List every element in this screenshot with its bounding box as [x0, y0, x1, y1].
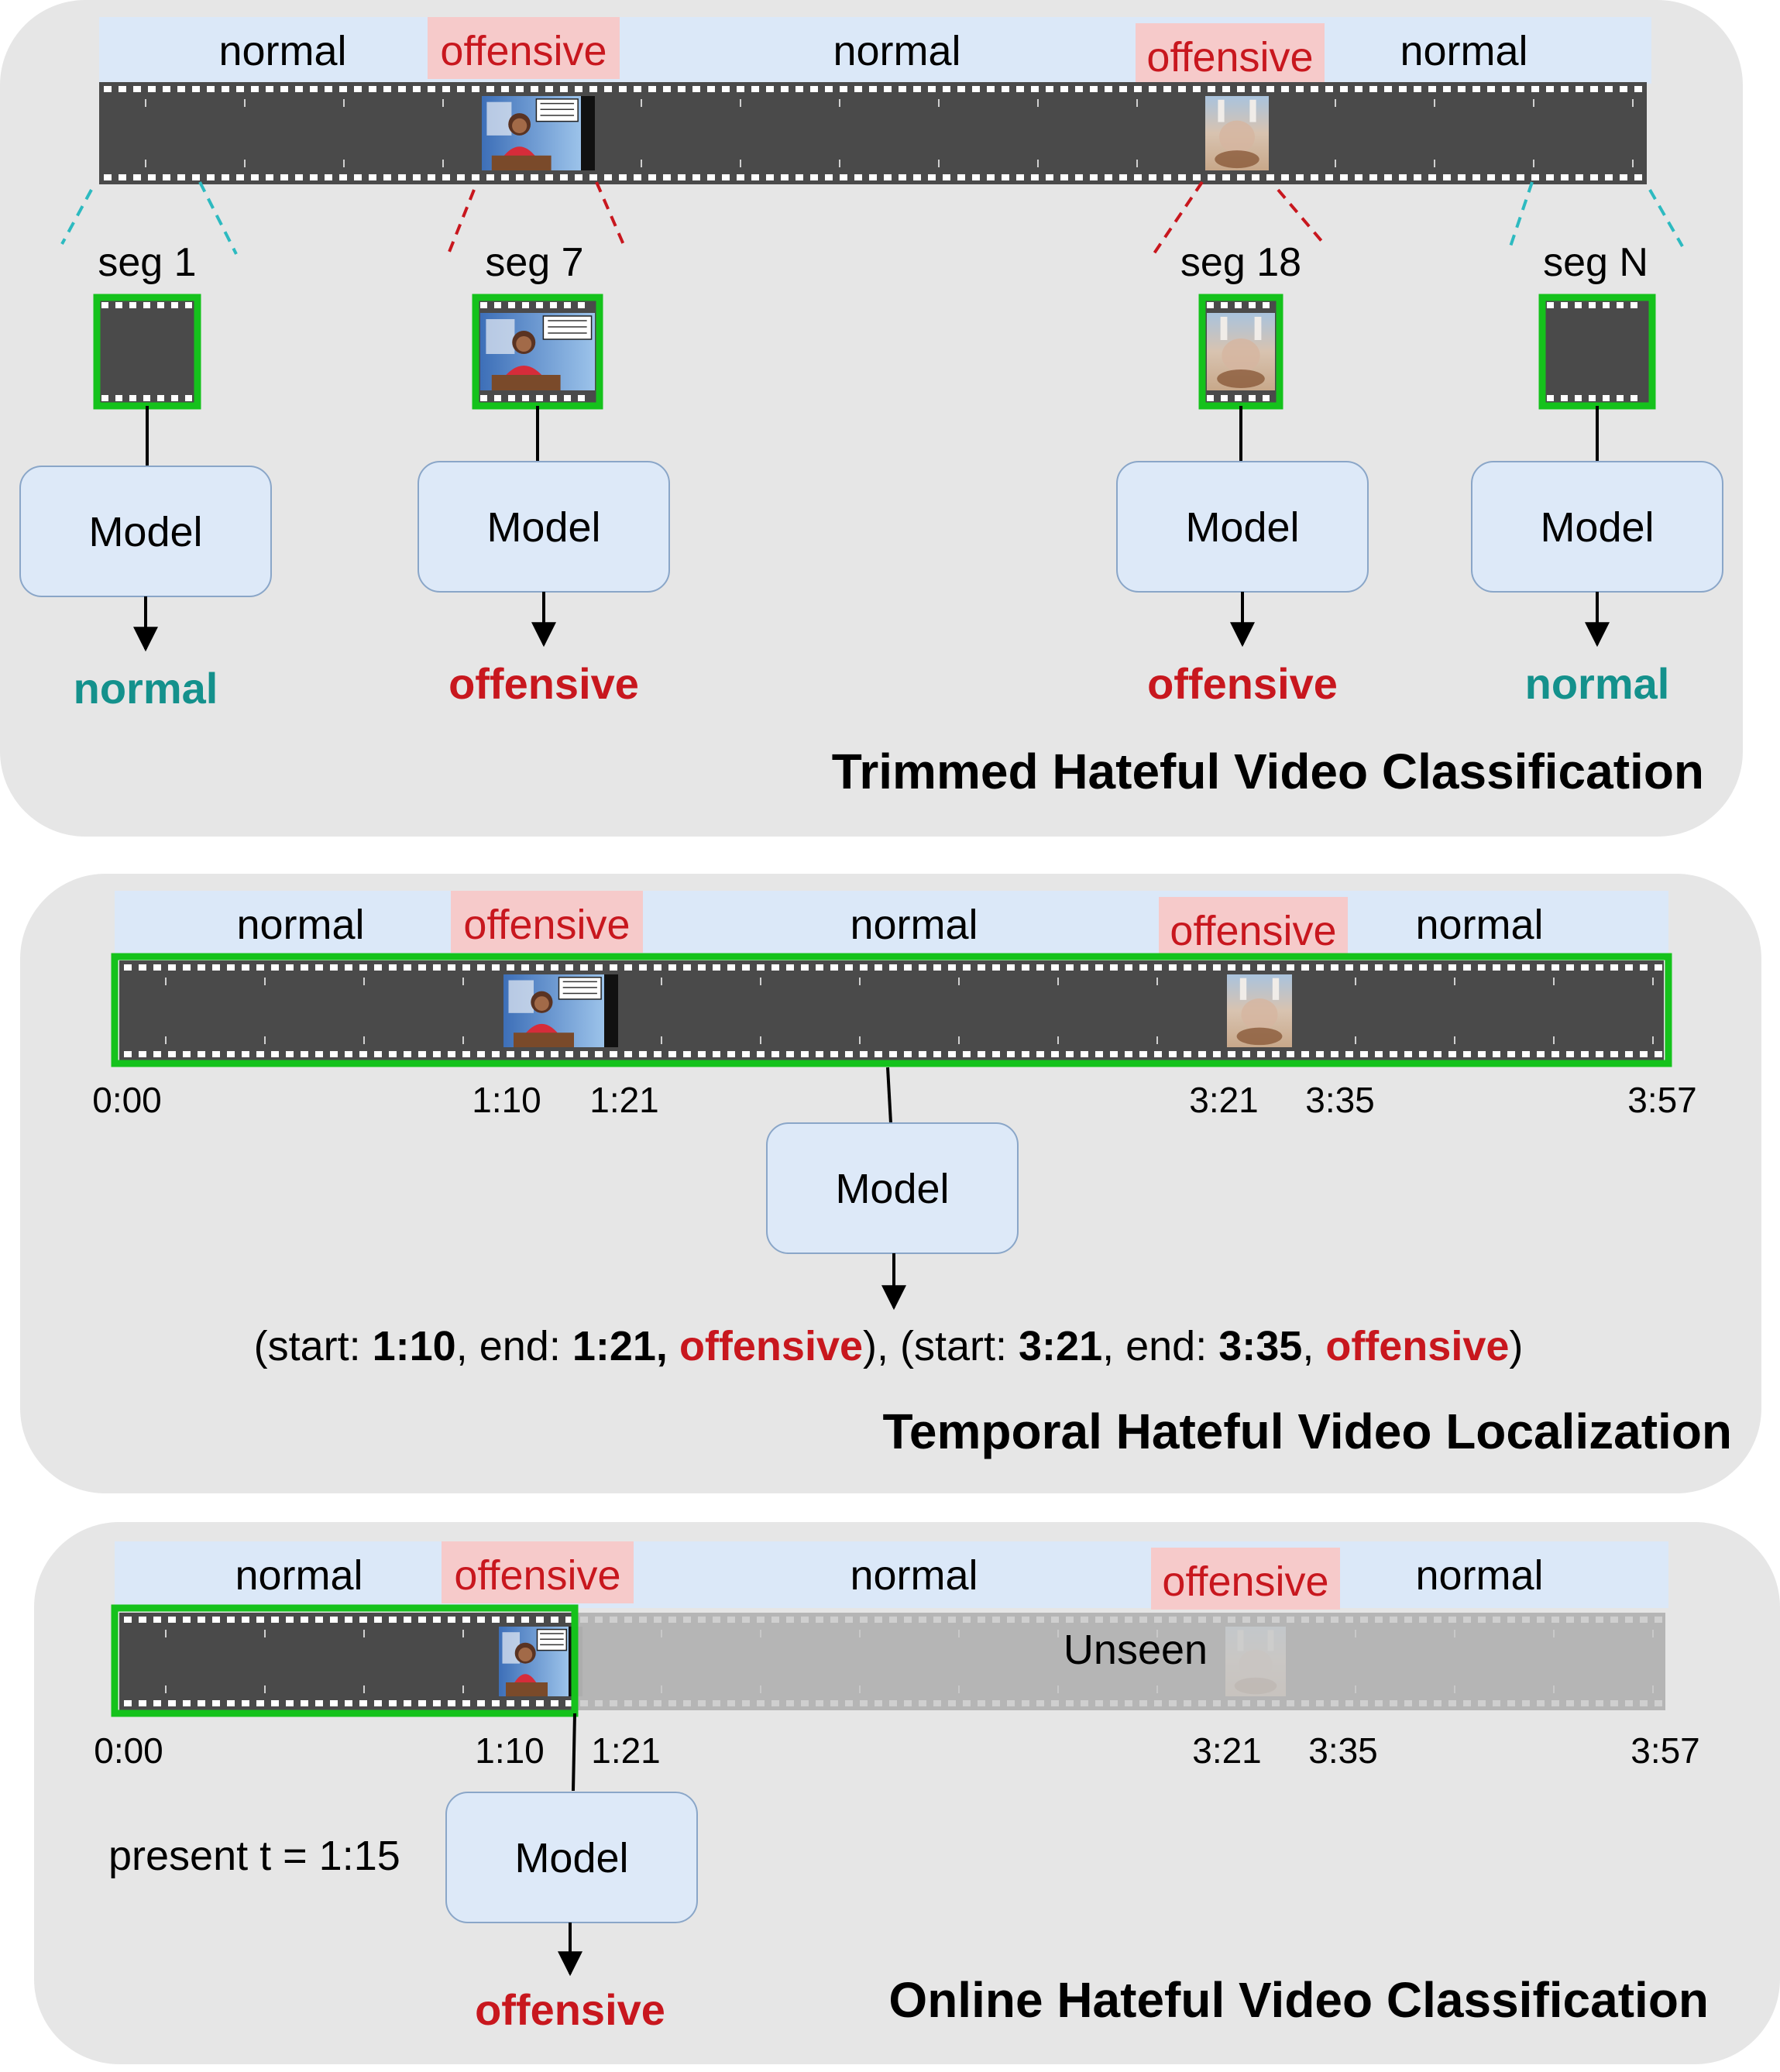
connector-line	[572, 1713, 576, 1792]
normal-label: normal	[1400, 28, 1527, 74]
segment-guide-lines	[60, 180, 1684, 257]
offensive-label: offensive	[454, 1552, 620, 1599]
normal-label: normal	[1415, 902, 1543, 948]
model-pipeline: Model normal	[1471, 406, 1723, 708]
present-time-label: present t = 1:15	[108, 1833, 400, 1879]
normal-label: normal	[850, 902, 978, 948]
label-band: normal offensive normal offensive normal	[115, 1541, 1668, 1610]
offensive-output-label: offensive	[448, 659, 639, 708]
trimmed-title: Trimmed Hateful Video Classification	[832, 744, 1704, 799]
online-panel: normal offensive normal offensive normal Uns…	[34, 1522, 1780, 2064]
model-box: Model	[445, 1792, 698, 1923]
segment-thumbnail	[472, 294, 603, 410]
offensive-label: offensive	[440, 28, 607, 74]
model-label: Model	[1540, 504, 1654, 551]
band-background	[115, 1541, 1668, 1608]
offensive-label: offensive	[463, 902, 630, 948]
segment-label-18: seg 18	[1180, 240, 1301, 285]
video-frame-person	[482, 96, 595, 170]
panel-background	[0, 0, 1743, 837]
video-frame-person	[503, 974, 618, 1047]
segment-thumbnail	[93, 294, 201, 410]
model-box: Model	[766, 1122, 1019, 1254]
connector-line	[886, 1067, 892, 1124]
video-frame-person	[499, 1627, 582, 1696]
normal-label: normal	[850, 1552, 978, 1599]
offensive-highlight	[1136, 23, 1325, 85]
model-pipeline: Model normal	[19, 406, 272, 713]
offensive-highlight	[428, 17, 620, 79]
film-body	[119, 960, 1664, 1061]
normal-output-label: normal	[74, 664, 218, 713]
label-band: normal offensive normal offensive normal	[115, 891, 1668, 959]
band-background	[115, 891, 1668, 957]
video-filmstrip	[99, 82, 1647, 184]
video-frame-blurred	[1227, 974, 1292, 1047]
timestamp-label: 3:57	[1627, 1080, 1697, 1120]
timestamp-label: 3:35	[1308, 1730, 1378, 1771]
timestamp-label: 1:21	[591, 1730, 661, 1771]
video-filmstrip	[119, 960, 1664, 1061]
model-label: Model	[486, 504, 600, 551]
segment-thumbnail	[1198, 294, 1283, 410]
timestamp-label: 3:35	[1305, 1080, 1375, 1120]
video-frame-blurred	[1205, 96, 1269, 170]
offensive-highlight	[451, 891, 643, 953]
segment-thumbnails	[93, 294, 1656, 410]
observed-video-selection	[111, 1604, 579, 1717]
unseen-label: Unseen	[1064, 1627, 1208, 1673]
timestamp-label: 0:00	[92, 1080, 162, 1120]
model-label: Model	[1185, 504, 1299, 551]
normal-label: normal	[236, 902, 364, 948]
temporal-title: Temporal Hateful Video Localization	[883, 1404, 1732, 1459]
normal-label: normal	[833, 28, 960, 74]
trimmed-panel: normal offensive normal offensive normal seg…	[0, 0, 1743, 837]
timestamp-label: 1:10	[475, 1730, 545, 1771]
timestamp-label: 0:00	[94, 1730, 163, 1771]
offensive-label: offensive	[1146, 34, 1313, 81]
segment-thumbnail	[1538, 294, 1656, 410]
online-output-label: offensive	[475, 1985, 665, 2034]
online-title: Online Hateful Video Classification	[888, 1972, 1709, 2028]
offensive-highlight	[442, 1541, 634, 1603]
unseen-overlay	[575, 1613, 1665, 1710]
label-band: normal offensive normal offensive normal	[99, 17, 1651, 85]
timestamps: 0:00 1:10 1:21 3:21 3:35 3:57	[94, 1730, 1700, 1771]
normal-output-label: normal	[1525, 659, 1670, 708]
timestamps: 0:00 1:10 1:21 3:21 3:35 3:57	[92, 1080, 1697, 1120]
model-label: Model	[835, 1166, 949, 1212]
model-pipeline: Model offensive	[1116, 406, 1369, 708]
model-label: Model	[514, 1835, 628, 1881]
segment-label-n: seg N	[1543, 240, 1648, 285]
film-body	[99, 82, 1647, 184]
model-pipeline: Model offensive	[418, 406, 670, 708]
model-column: ModelnormalModeloffensiveModeloffensiveM…	[19, 406, 1723, 713]
normal-label: normal	[1415, 1552, 1543, 1599]
offensive-highlight	[1159, 897, 1348, 959]
timestamp-label: 3:21	[1189, 1080, 1259, 1120]
timestamp-label: 1:10	[472, 1080, 541, 1120]
offensive-label: offensive	[1170, 908, 1336, 954]
video-filmstrip	[119, 1613, 1665, 1710]
full-video-selection	[111, 953, 1672, 1067]
offensive-label: offensive	[1162, 1558, 1328, 1605]
timestamp-label: 1:21	[589, 1080, 659, 1120]
band-background	[99, 17, 1651, 84]
normal-label: normal	[235, 1552, 363, 1599]
segment-label-7: seg 7	[485, 240, 583, 285]
temporal-panel: normal offensive normal offensive normal 0:0…	[20, 874, 1761, 1493]
offensive-output-label: offensive	[1147, 659, 1338, 708]
localization-result: (start: 1:10, end: 1:21, offensive), (st…	[254, 1323, 1524, 1369]
timestamp-label: 3:57	[1631, 1730, 1700, 1771]
timestamp-label: 3:21	[1192, 1730, 1262, 1771]
offensive-highlight	[1151, 1548, 1340, 1610]
normal-label: normal	[218, 28, 346, 74]
model-label: Model	[88, 509, 202, 555]
segment-label-1: seg 1	[98, 240, 196, 285]
